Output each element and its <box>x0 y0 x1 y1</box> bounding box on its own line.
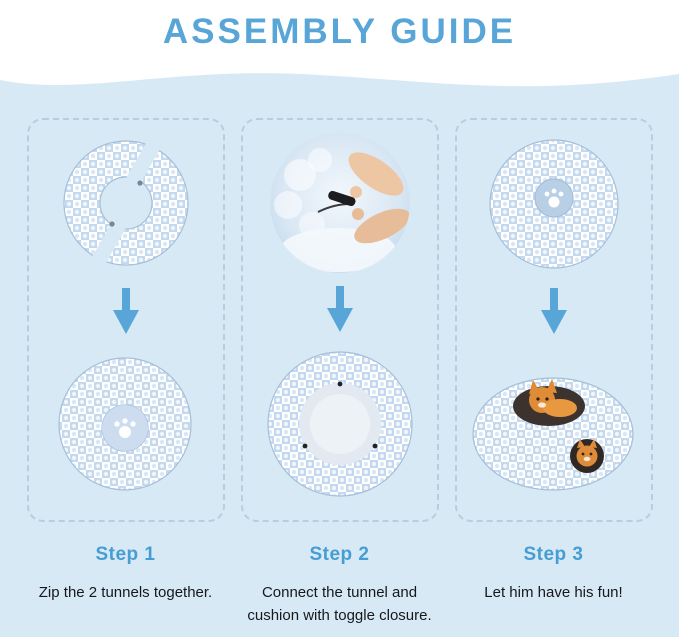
toggle-closure-photo <box>269 133 410 273</box>
toggle-dot-icon <box>372 443 377 449</box>
hand-lower <box>353 208 410 244</box>
step-2-description: Connect the tunnel and cushion with togg… <box>247 584 432 624</box>
tunnel-halves-illustration <box>62 133 189 273</box>
arrow-wrap <box>540 288 568 334</box>
finished-tunnel-illustration <box>488 139 619 269</box>
arrow-wrap <box>326 286 354 332</box>
tunnel-with-cushion-illustration <box>266 351 413 497</box>
cat-orange-top <box>529 379 577 417</box>
toggle-fastener <box>327 190 356 207</box>
assembled-tunnel-illustration <box>58 357 192 491</box>
page-title: ASSEMBLY GUIDE <box>162 12 517 51</box>
step-3-panel <box>454 118 653 522</box>
header: ASSEMBLY GUIDE <box>0 0 679 64</box>
step-3-label: Step 3 <box>523 544 584 565</box>
toggle-dot-icon <box>337 381 342 387</box>
toggle-dot-icon <box>302 443 307 449</box>
down-arrow-icon <box>112 288 139 334</box>
paw-print-icon <box>119 426 131 438</box>
step-2-column: Step 2 Connect the tunnel and cushion wi… <box>240 118 439 627</box>
step-1-column: Step 1 Zip the 2 tunnels together. <box>26 118 225 627</box>
step-1-panel <box>26 118 225 522</box>
step-2-panel <box>240 118 439 522</box>
paw-print-icon <box>548 196 559 208</box>
down-arrow-icon <box>540 288 567 334</box>
step-3-column: Step 3 Let him have his fun! <box>454 118 653 627</box>
cats-in-tunnel-illustration <box>472 377 634 491</box>
down-arrow-icon <box>326 286 353 332</box>
step-3-description: Let him have his fun! <box>484 584 623 601</box>
wave-divider <box>0 64 679 87</box>
zipper-pull-icon <box>136 180 143 186</box>
steps-row: Step 1 Zip the 2 tunnels together. <box>0 118 679 627</box>
cat-orange-inside <box>576 439 598 467</box>
step-1-label: Step 1 <box>95 544 156 565</box>
zipper-pull-icon <box>108 221 115 227</box>
step-1-description: Zip the 2 tunnels together. <box>38 584 213 601</box>
arrow-wrap <box>112 288 140 334</box>
step-2-label: Step 2 <box>309 544 370 565</box>
hand-upper <box>348 152 403 196</box>
